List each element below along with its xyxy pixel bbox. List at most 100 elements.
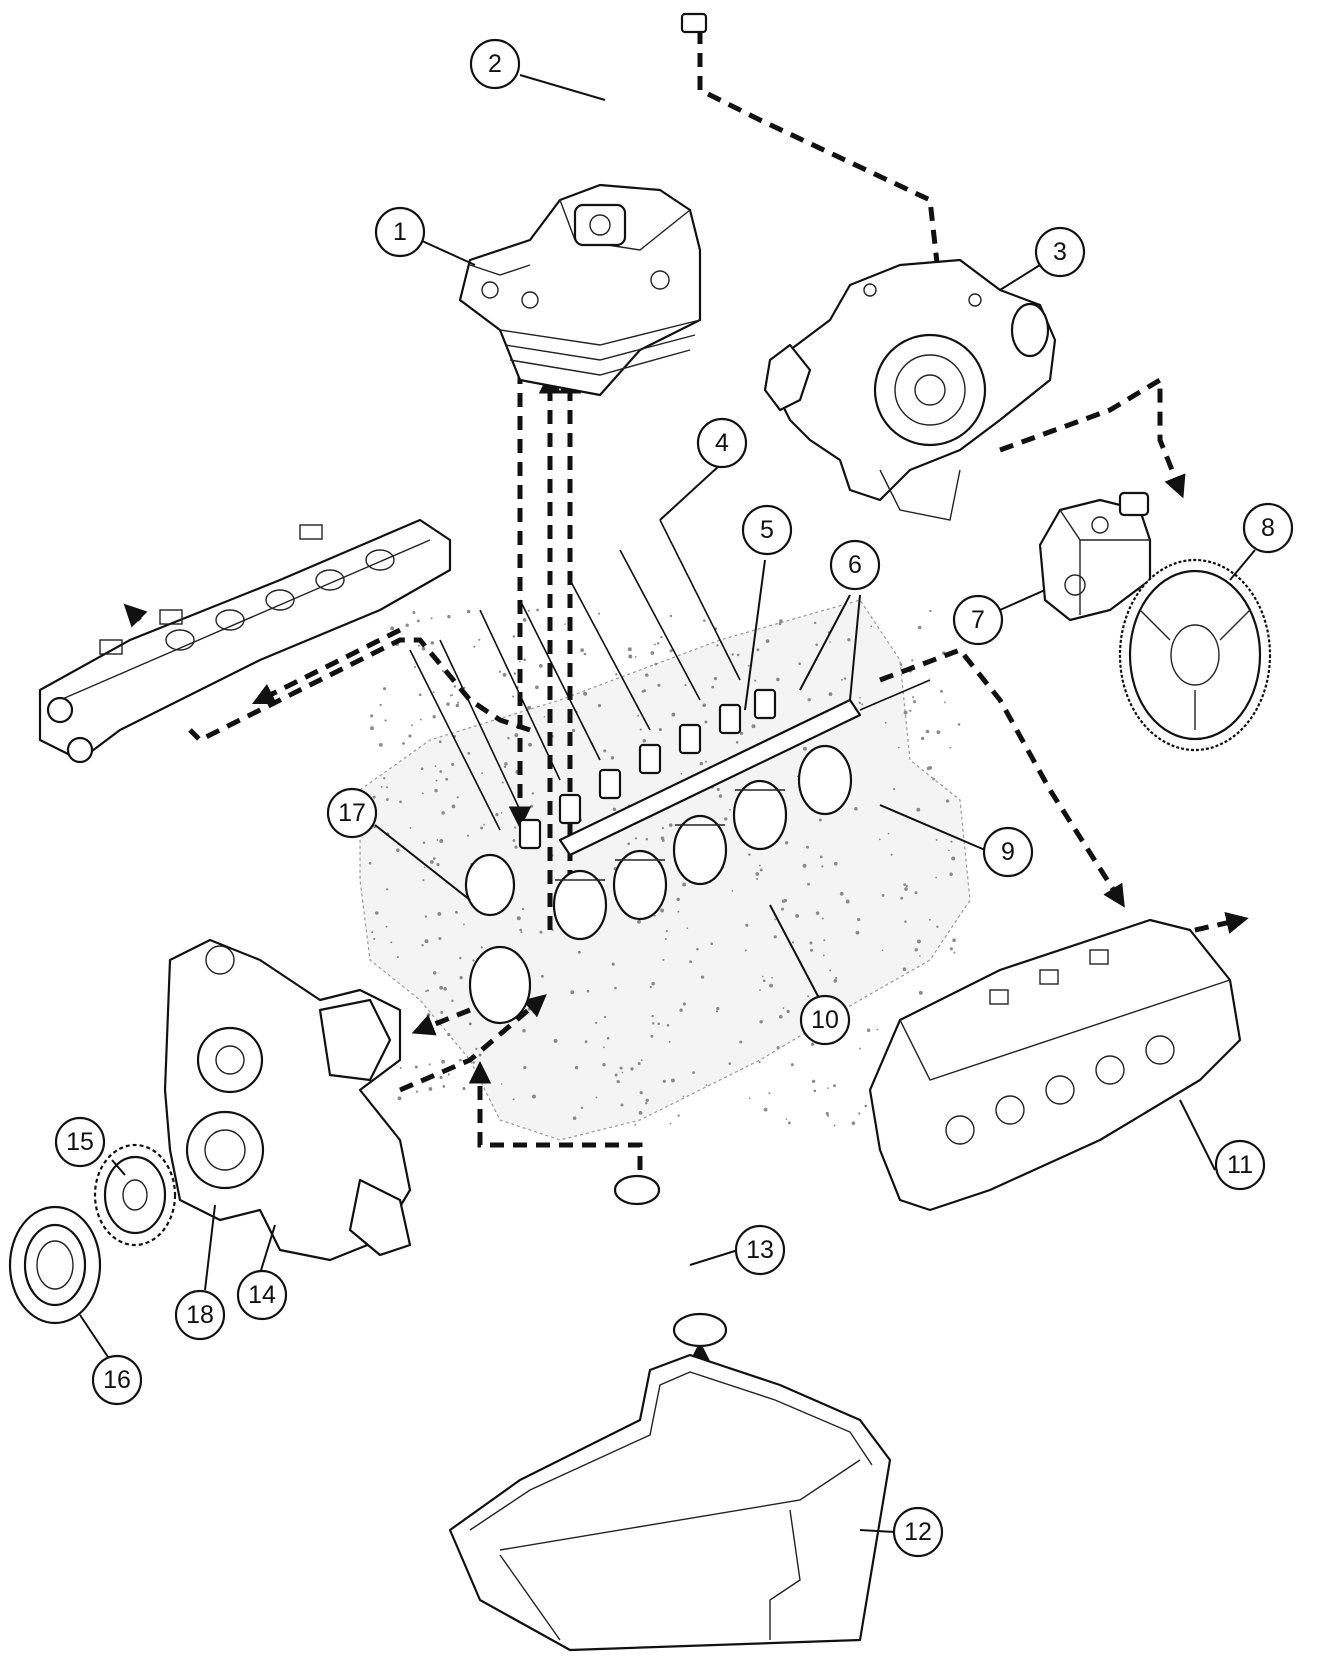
texture-dot [416,619,420,623]
texture-dot [661,838,665,842]
texture-dot [786,1009,790,1014]
texture-dot [645,1102,648,1105]
texture-dot [385,925,388,928]
texture-dot [373,937,376,940]
texture-dot [916,939,921,944]
texture-dot [514,826,517,829]
texture-dot [713,676,718,681]
texture-dot [595,1021,598,1025]
texture-dot [677,1114,680,1117]
texture-dot [382,777,386,780]
texture-dot [944,701,946,704]
texture-dot [664,938,667,940]
oil-cooler-assembly [458,183,702,397]
texture-dot [439,985,444,990]
texture-dot [610,756,615,760]
texture-dot [686,927,689,930]
texture-dot [380,785,383,788]
callout-11-label: 11 [1227,1151,1253,1179]
texture-dot [925,729,930,734]
texture-dot [806,845,809,849]
texture-dot [829,641,831,643]
texture-dot [595,1096,598,1099]
texture-dot [702,703,707,708]
texture-dot [919,955,921,957]
texture-dot [531,792,535,795]
texture-dot [828,692,833,697]
texture-dot [670,1078,675,1083]
texture-dot [478,638,481,641]
callout-14-label: 14 [248,1281,276,1309]
texture-dot [447,614,451,619]
texture-dot [651,1022,655,1025]
texture-dot [662,958,665,961]
texture-dot [914,948,918,952]
texture-dot [859,1047,862,1050]
texture-dot [957,723,961,726]
texture-dot [952,938,956,943]
texture-dot [739,731,744,736]
texture-dot [890,853,893,856]
texture-dot [379,703,382,707]
callout-12-label: 12 [904,1518,932,1546]
texture-dot [902,967,907,972]
texture-dot [519,660,521,663]
texture-dot [754,679,757,682]
cylinder-liners [464,744,853,1025]
texture-dot [660,908,665,913]
texture-dot [521,907,525,911]
texture-dot [432,715,436,719]
texture-dot [759,1020,763,1024]
texture-dot [543,715,546,718]
texture-dot [640,1059,643,1062]
texture-dot [483,823,485,826]
texture-dot [396,848,400,852]
texture-dot [413,665,417,669]
texture-dot [916,807,921,812]
callout-10-label: 10 [811,1006,839,1034]
texture-dot [451,999,454,1003]
texture-dot [514,733,519,738]
texture-dot [501,781,504,784]
texture-dot [653,643,656,646]
texture-dot [715,1010,719,1013]
texture-dot [378,742,383,747]
texture-dot [884,721,887,724]
texture-dot [421,792,424,795]
texture-dot [536,608,539,612]
texture-dot [716,644,719,647]
texture-dot [498,670,502,673]
texture-dot [660,635,663,639]
texture-dot [466,609,471,614]
front-crankshaft-seal [8,1205,102,1325]
texture-dot [861,703,864,706]
oil-pump-gerotor [93,1143,177,1247]
texture-dot [728,1062,732,1065]
texture-dot [638,1111,643,1115]
texture-dot [676,897,680,902]
texture-dot [478,1053,482,1057]
texture-dot [696,947,699,951]
callout-15: 15 [54,1116,106,1168]
callout-13: 13 [734,1224,786,1276]
texture-dot [859,696,861,699]
texture-dot [473,645,476,648]
texture-dot [731,653,734,656]
texture-dot [893,788,896,791]
texture-dot [372,795,376,799]
texture-dot [370,726,374,731]
texture-dot [815,643,818,646]
texture-dot [512,1098,515,1101]
texture-dot [459,956,462,960]
texture-dot [432,691,435,694]
texture-dot [434,789,438,793]
texture-dot [784,841,789,845]
texture-dot [765,639,770,643]
texture-dot [619,1066,623,1070]
texture-dot [692,1071,695,1074]
texture-dot [467,751,471,755]
texture-dot [642,738,647,743]
callout-10: 10 [799,994,851,1046]
texture-dot [724,817,728,821]
texture-dot [637,919,641,924]
